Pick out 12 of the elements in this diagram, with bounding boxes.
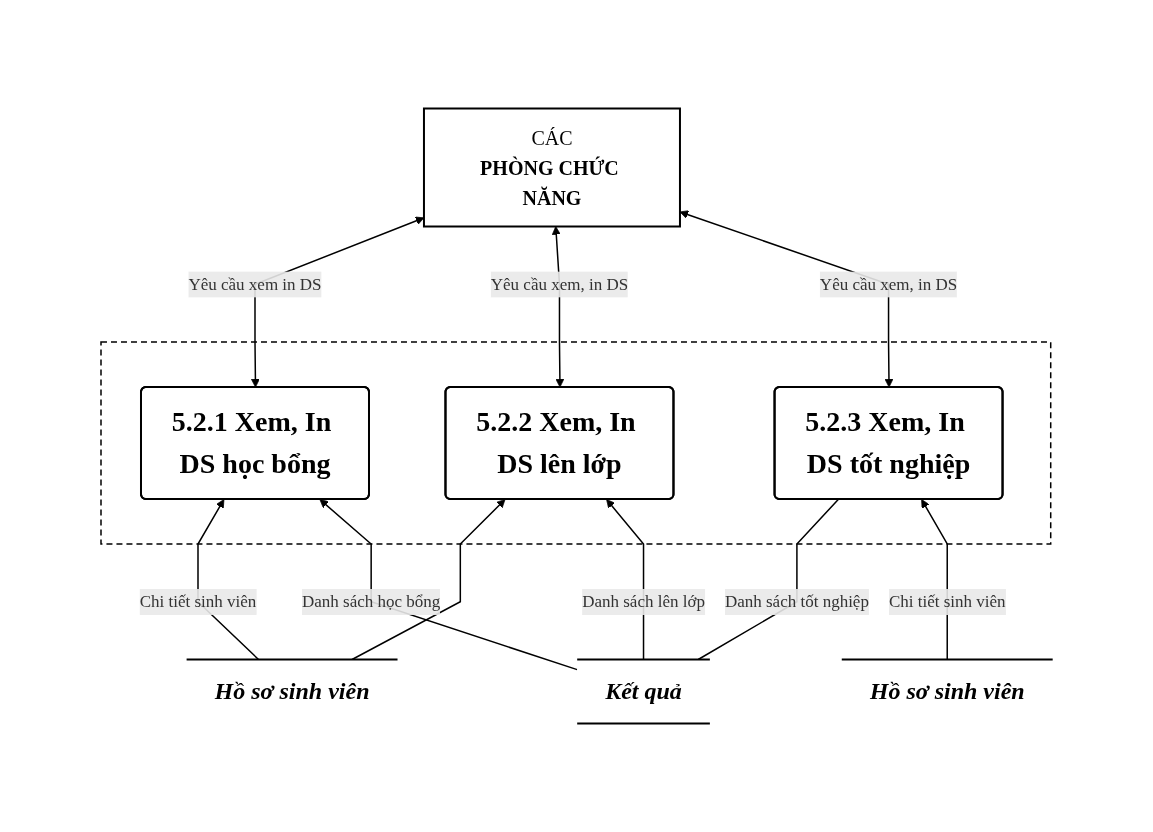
node-text: 5.2.1 Xem, In DS học bổng <box>171 406 331 479</box>
edge-label: Danh sách tốt nghiệp <box>724 592 869 611</box>
edge-label: Yêu cầu xem in DS <box>188 274 322 294</box>
edge-label: Chi tiết sinh viên <box>139 592 256 611</box>
data-flow-diagram: Yêu cầu xem in DS Yêu cầu xem, in DS Yêu cầu xem, in DS Chi tiết sinh viên Danh sách học bổng Danh sách lên lớp Danh sách tốt nghiệp Chi tiết sinh viên CÁC PHÒNG CHỨC NĂNG 5.2.1 Xem, In DS học bổng 5.2.2 Xem, In DS lên lớp 5.2.3 Xem, In DS tốt nghiệp Hồ sơ sinh viên Kết quả Hồ sơ sinh viên <box>92 10 1061 822</box>
node-box <box>422 107 681 228</box>
edge-label: Danh sách học bổng <box>301 592 440 611</box>
edge-label: Yêu cầu xem, in DS <box>819 274 957 294</box>
edge-label: Chi tiết sinh viên <box>888 592 1006 611</box>
cluster <box>99 341 1052 545</box>
edge-label: Yêu cầu xem, in DS <box>490 274 628 294</box>
edge-label: Danh sách lên lớp <box>581 592 705 611</box>
